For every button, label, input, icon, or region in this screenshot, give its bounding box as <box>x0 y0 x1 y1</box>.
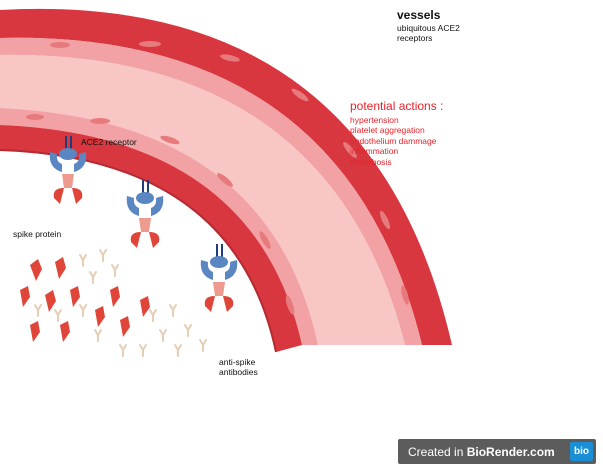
badge-text: Created in BioRender.com <box>408 444 555 459</box>
vessels-title: vessels <box>397 8 441 22</box>
action-item: inflammation <box>350 146 399 157</box>
ace2-receptor-3 <box>200 244 238 312</box>
outer-vessel-wall <box>0 8 452 346</box>
vessels-subtitle: ubiquitous ACE2 receptors <box>397 23 460 43</box>
ace2-receptor-1 <box>49 136 87 204</box>
action-item: endothelium dammage <box>350 135 437 146</box>
outer-cell-nuclei <box>50 41 409 305</box>
action-item: thrombosis <box>350 156 392 167</box>
outer-endothelium <box>0 37 422 346</box>
ace2-receptor-2 <box>126 180 164 248</box>
inner-cell-nuclei <box>26 114 295 315</box>
potential-actions-title: potential actions : <box>350 99 444 113</box>
antibodies <box>34 249 207 357</box>
inner-endothelium <box>0 108 318 345</box>
inner-vessel-wall <box>0 125 302 352</box>
potential-actions-list: hypertension platelet aggregation endoth… <box>350 115 436 167</box>
biorender-logo-icon: bio <box>570 442 593 461</box>
action-item: platelet aggregation <box>350 125 425 136</box>
action-item: hypertension <box>350 115 399 125</box>
biorender-badge[interactable]: Created in BioRender.com bio <box>398 439 596 464</box>
spike-protein-label: spike protein <box>13 229 62 239</box>
free-spike-proteins <box>20 257 150 342</box>
antibodies-label: anti-spike antibodies <box>219 357 258 377</box>
vessel-lumen <box>0 54 405 346</box>
ace2-receptor-label: ACE2 receptor <box>81 137 137 147</box>
